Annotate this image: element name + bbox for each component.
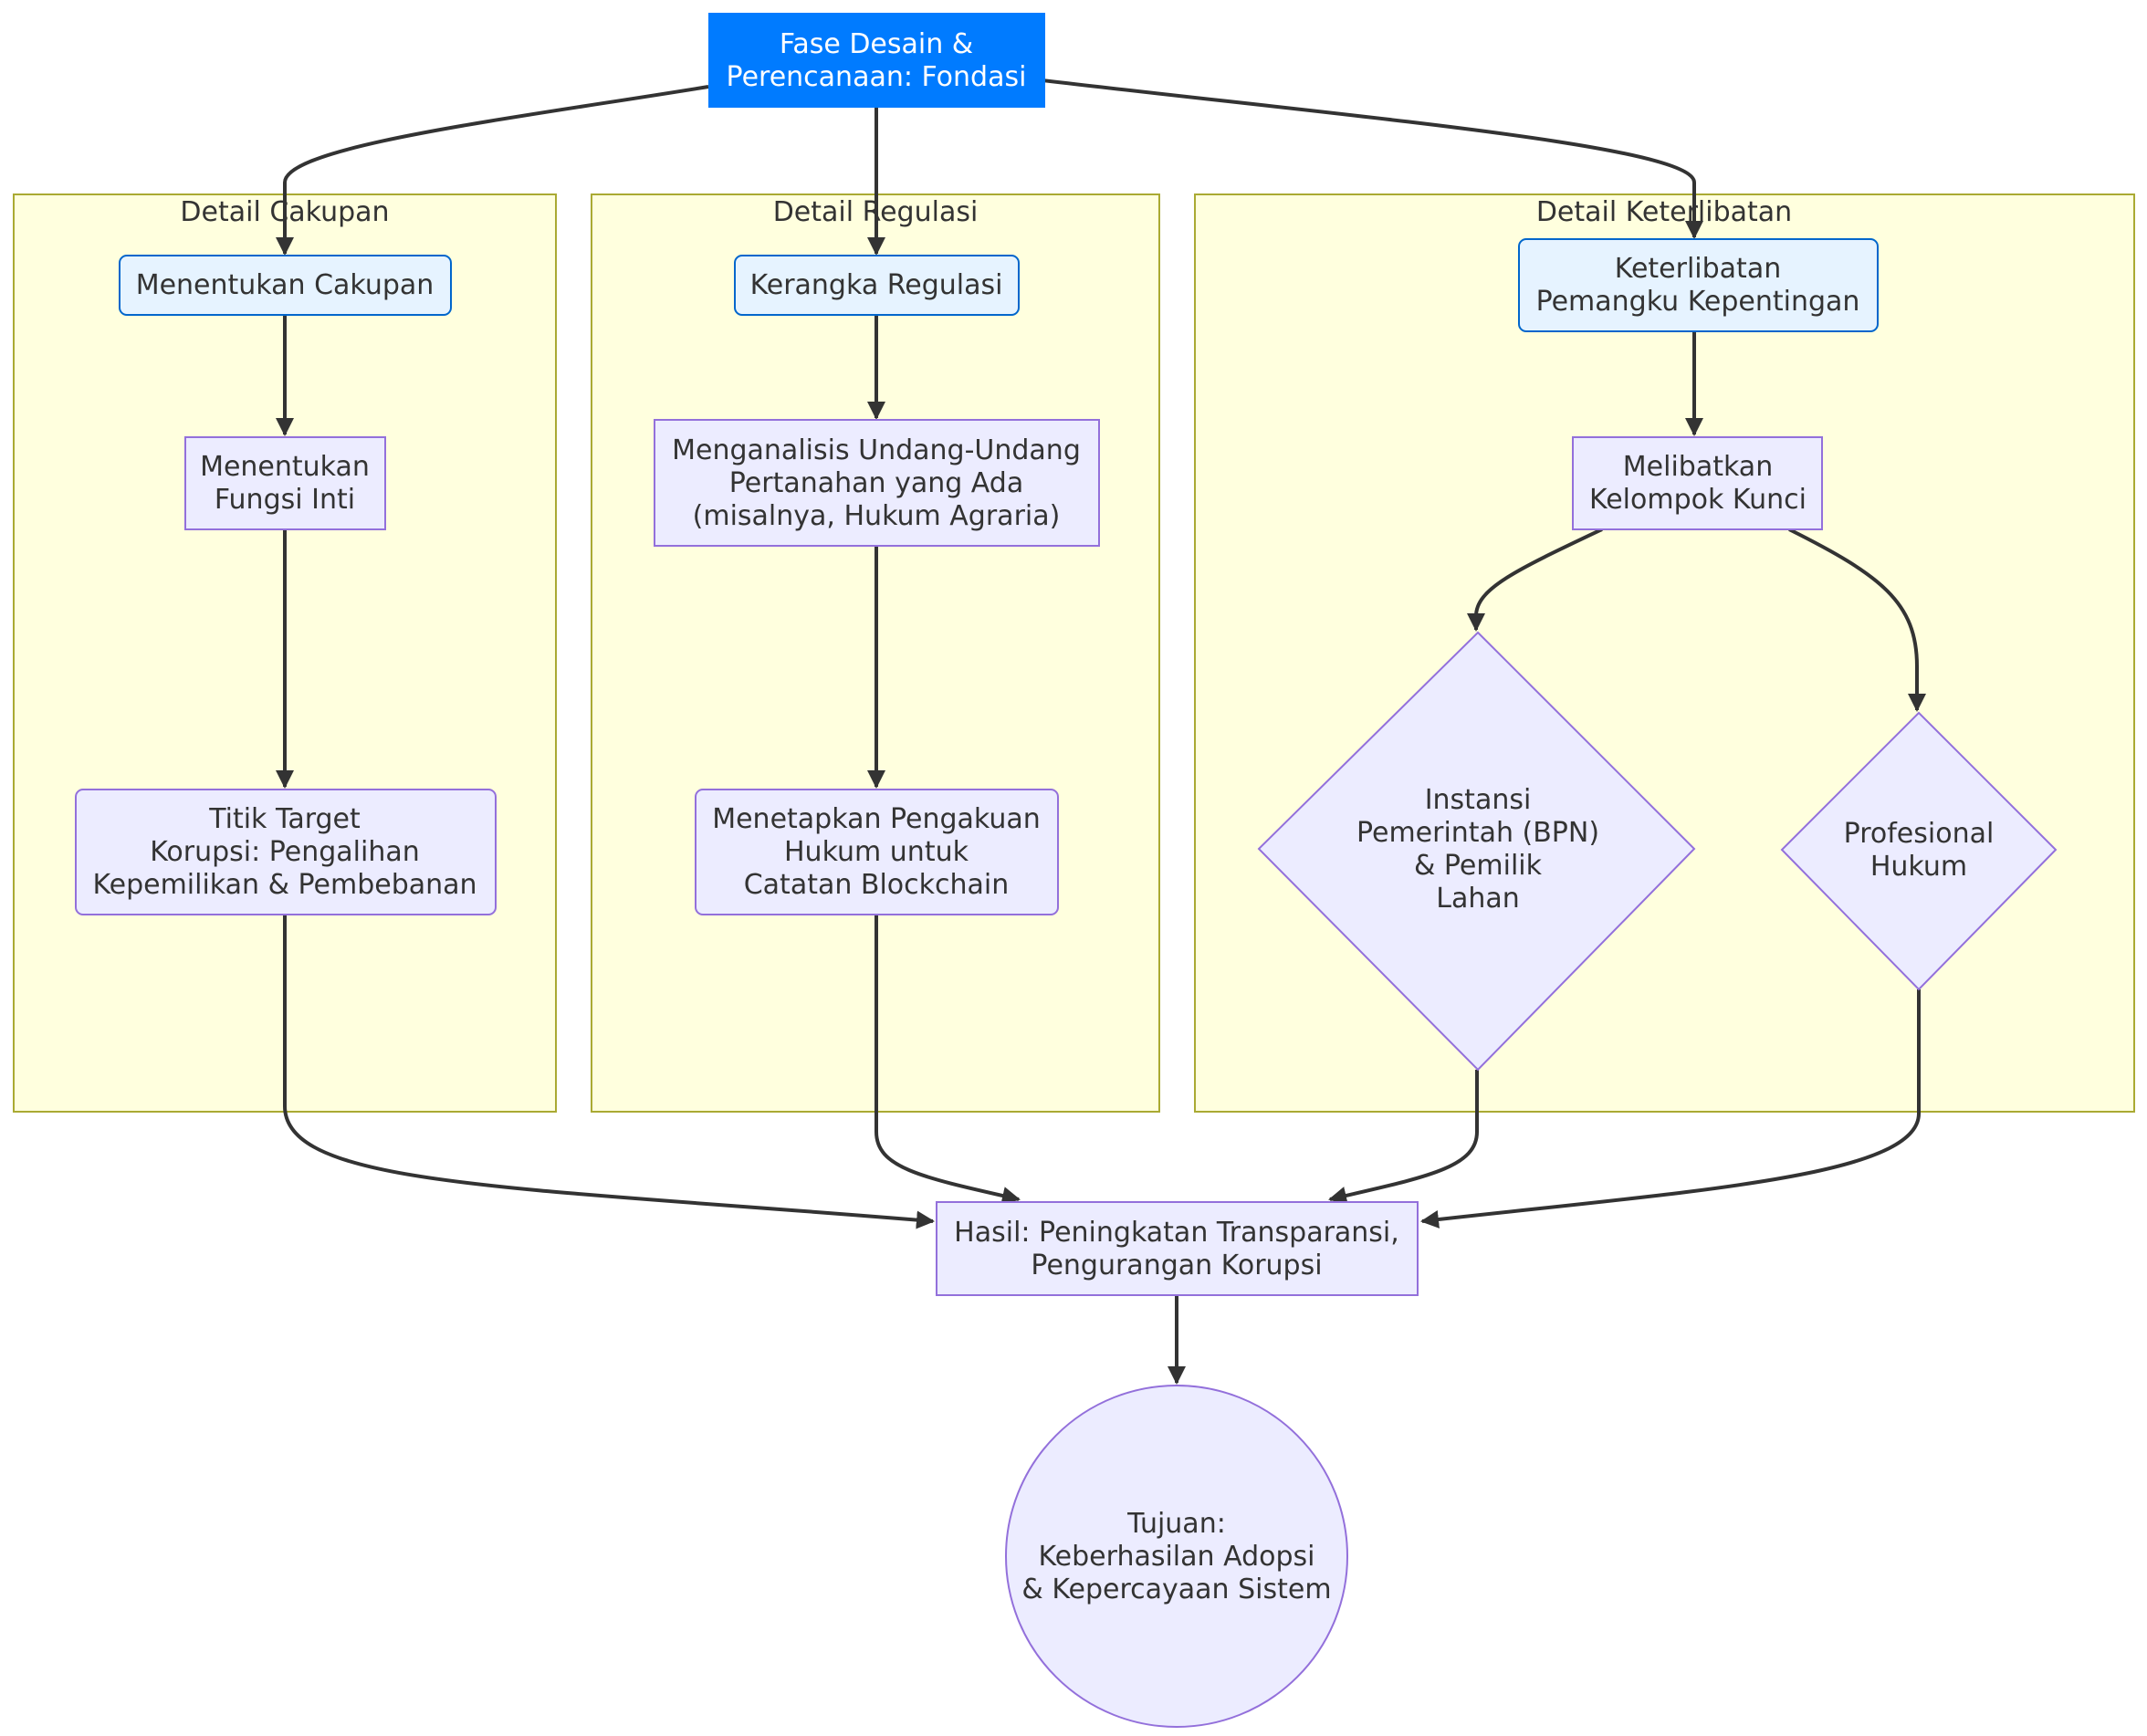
- node-label-line: Perencanaan: Fondasi: [727, 61, 1027, 93]
- node-label-line: Catatan Blockchain: [744, 869, 1010, 901]
- edge-start-to-stakeholders: [1042, 78, 1703, 239]
- node-label-line: Korupsi: Pengalihan: [150, 836, 420, 868]
- node-label: Tujuan:Keberhasilan Adopsi& Kepercayaan …: [1021, 1508, 1331, 1605]
- node-label-line: Kepemilikan & Pembebanan: [92, 869, 477, 901]
- edges: [276, 78, 1926, 1385]
- node-label-line: Menetapkan Pengakuan: [712, 803, 1041, 835]
- node-label-line: Profesional: [1844, 818, 1995, 850]
- node-label-line: (misalnya, Hukum Agraria): [693, 500, 1061, 532]
- node-label-line: Hukum: [1870, 851, 1967, 883]
- node-label-line: Tujuan:: [1126, 1508, 1226, 1540]
- node-label-line: Kelompok Kunci: [1589, 484, 1807, 516]
- node-tujuan[interactable]: Tujuan:Keberhasilan Adopsi& Kepercayaan …: [1005, 1385, 1348, 1728]
- node-label-line: Hukum untuk: [784, 836, 969, 868]
- node-label-line: Pemangku Kepentingan: [1536, 286, 1860, 318]
- node-hasil[interactable]: Hasil: Peningkatan Transparansi,Penguran…: [936, 1201, 1419, 1296]
- node-kerangka-regulasi[interactable]: Kerangka Regulasi: [734, 255, 1020, 316]
- edge-key-groups-to-gov-agency: [1467, 528, 1603, 632]
- subgraph-label-keterlibatan: Detail Keterlibatan: [1536, 196, 1792, 228]
- node-label-line: Kerangka Regulasi: [750, 269, 1003, 301]
- subgraph-detail-keterlibatan: Detail Keterlibatan: [1194, 193, 2135, 1113]
- node-label-line: Menentukan: [200, 451, 370, 483]
- node-start[interactable]: Fase Desain &Perencanaan: Fondasi: [708, 13, 1045, 108]
- edge-start-to-scope: [276, 85, 709, 256]
- node-label-line: Melibatkan: [1623, 451, 1773, 483]
- node-label-line: & Kepercayaan Sistem: [1021, 1574, 1331, 1605]
- node-label-line: Keberhasilan Adopsi: [1039, 1541, 1315, 1573]
- node-label-line: Menganalisis Undang-Undang: [672, 434, 1081, 466]
- node-label-line: Fungsi Inti: [215, 484, 355, 516]
- node-label-line: Fase Desain &: [780, 28, 973, 60]
- node-label-line: Pengurangan Korupsi: [1031, 1250, 1322, 1281]
- edge-legal-pros-to-result: [1420, 989, 1921, 1229]
- node-label-line: Hasil: Peningkatan Transparansi,: [954, 1217, 1399, 1249]
- node-label: Kerangka Regulasi: [750, 269, 1003, 301]
- edge-targets-to-result: [283, 915, 935, 1229]
- edge-gov-agency-to-result: [1328, 1070, 1479, 1205]
- node-label-line: Pertanahan yang Ada: [729, 467, 1023, 499]
- node-label-line: Menentukan Cakupan: [136, 269, 435, 301]
- node-menentukan-cakupan[interactable]: Menentukan Cakupan: [119, 255, 452, 316]
- node-label: Hasil: Peningkatan Transparansi,Penguran…: [954, 1217, 1399, 1281]
- node-label: Fase Desain &Perencanaan: Fondasi: [727, 28, 1027, 93]
- node-label: Menentukan Cakupan: [136, 269, 435, 301]
- node-label-line: Instansi: [1425, 784, 1532, 816]
- node-label-line: Titik Target: [208, 803, 361, 835]
- node-label-line: & Pemilik: [1414, 850, 1543, 882]
- edge-key-groups-to-legal-pros: [1788, 528, 1926, 712]
- edge-legal-recognition-to-result: [875, 915, 1021, 1205]
- node-label-line: Keterlibatan: [1615, 253, 1781, 285]
- node-label-line: Lahan: [1436, 883, 1520, 915]
- node-label-line: Pemerintah (BPN): [1356, 817, 1599, 849]
